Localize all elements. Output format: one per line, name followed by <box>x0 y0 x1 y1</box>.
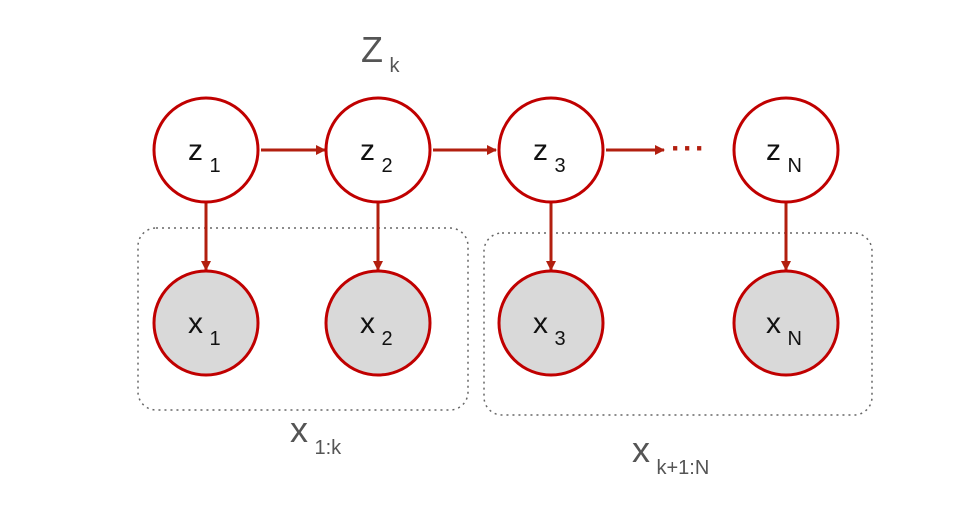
observed-node-label: x 1 <box>188 307 221 350</box>
group-box-left <box>137 227 469 411</box>
latent-node-label: z N <box>766 134 802 177</box>
top-label-main: Z <box>361 29 383 70</box>
observed-node-xN: x N <box>732 269 840 377</box>
top-label-sub: k <box>389 55 400 77</box>
latent-node-z2: z 2 <box>324 96 432 204</box>
latent-node-zN: z N <box>732 96 840 204</box>
group-label-right: x k+1:N <box>632 429 709 479</box>
edges <box>201 145 791 271</box>
latent-node-label: z 3 <box>533 134 566 177</box>
latent-node-z1: z 1 <box>152 96 260 204</box>
observed-node-x2: x 2 <box>324 269 432 377</box>
ellipsis: ··· <box>671 132 707 165</box>
observed-node-x3: x 3 <box>497 269 605 377</box>
observed-node-x1: x 1 <box>152 269 260 377</box>
latent-node-z3: z 3 <box>497 96 605 204</box>
latent-node-label: z 1 <box>188 134 221 177</box>
observed-node-label: x N <box>766 307 802 350</box>
group-box-right <box>483 232 873 416</box>
top-label: Z k <box>361 29 400 77</box>
latent-node-label: z 2 <box>360 134 393 177</box>
group-label-left: x 1:k <box>290 409 342 459</box>
observed-node-label: x 2 <box>360 307 393 350</box>
observed-node-label: x 3 <box>533 307 566 350</box>
